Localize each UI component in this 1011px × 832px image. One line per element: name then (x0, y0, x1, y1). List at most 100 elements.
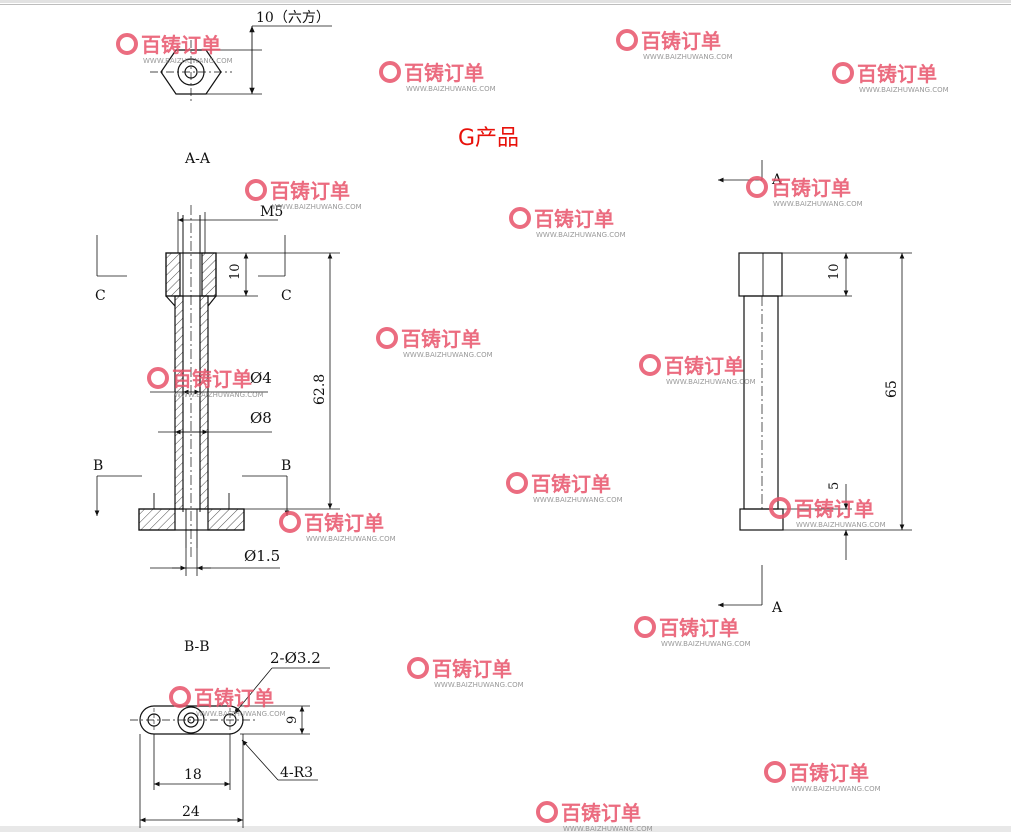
watermark-brand: 百铸订单 (304, 511, 384, 535)
cut-b-left-label: B (93, 458, 103, 474)
section-aa-view (138, 205, 245, 560)
cut-c-left-label: C (95, 288, 106, 304)
watermark-url: WWW.BAIZHUWANG.COM (661, 640, 751, 648)
watermark-url: WWW.BAIZHUWANG.COM (773, 200, 863, 208)
watermark-logo-icon (616, 29, 638, 51)
watermark-logo-icon (245, 179, 267, 201)
watermark-brand: 百铸订单 (401, 327, 481, 351)
watermark-url: WWW.BAIZHUWANG.COM (563, 825, 653, 832)
watermark-logo-icon (769, 497, 791, 519)
watermark-logo-icon (639, 354, 661, 376)
watermark-brand: 百铸订单 (194, 686, 274, 710)
hex-top-view (150, 25, 332, 104)
watermark-logo-icon (407, 657, 429, 679)
cut-a-bottom-label: A (771, 600, 783, 616)
watermark-brand: 百铸订单 (664, 354, 744, 378)
watermark-url: WWW.BAIZHUWANG.COM (533, 496, 623, 504)
side-overall-length-label: 65 (884, 380, 900, 398)
watermark-url: WWW.BAIZHUWANG.COM (196, 710, 286, 718)
watermark-brand: 百铸订单 (404, 61, 484, 85)
watermark-url: WWW.BAIZHUWANG.COM (403, 351, 493, 359)
side-view-dimensions (718, 160, 912, 608)
bore-diameter-label: Ø4 (250, 369, 272, 387)
watermark-brand: 百铸订单 (561, 801, 641, 825)
watermark-brand: 百铸订单 (789, 761, 869, 785)
watermark-brand: 百铸订单 (794, 497, 874, 521)
watermark-brand: 百铸订单 (641, 29, 721, 53)
window-top-rule (0, 4, 1011, 5)
watermark-brand: 百铸订单 (857, 62, 937, 86)
base-length-label: 24 (182, 804, 200, 820)
cut-a-top-label: A (771, 172, 783, 188)
side-view (738, 252, 784, 531)
watermark-brand: 百铸订单 (531, 472, 611, 496)
product-title: G产品 (458, 126, 520, 151)
watermark-url: WWW.BAIZHUWANG.COM (143, 57, 233, 65)
watermark-logo-icon (379, 61, 401, 83)
watermark-url: WWW.BAIZHUWANG.COM (174, 391, 264, 399)
watermark-logo-icon (764, 761, 786, 783)
watermark-url: WWW.BAIZHUWANG.COM (666, 378, 756, 386)
window-top-border (0, 0, 1011, 3)
watermark-brand: 百铸订单 (659, 616, 739, 640)
watermark-brand: 百铸订单 (141, 33, 221, 57)
hex-note-label: 10（六方） (256, 10, 330, 26)
tube-diameter-label: Ø8 (250, 409, 272, 427)
cut-b-right-label: B (281, 458, 291, 474)
overall-length-label: 62.8 (312, 374, 328, 405)
watermark-url: WWW.BAIZHUWANG.COM (536, 231, 626, 239)
head-height-label: 10 (228, 263, 243, 280)
watermark-logo-icon (746, 176, 768, 198)
side-head-height-label: 10 (827, 263, 842, 280)
section-bb-view (130, 705, 255, 735)
watermark-url: WWW.BAIZHUWANG.COM (859, 86, 949, 94)
section-aa-dimensions (94, 212, 340, 576)
watermark-url: WWW.BAIZHUWANG.COM (643, 53, 733, 61)
watermark-url: WWW.BAIZHUWANG.COM (306, 535, 396, 543)
pin-diameter-label: Ø1.5 (244, 547, 280, 565)
radius-label: 4-R3 (280, 765, 313, 781)
watermark-logo-icon (634, 616, 656, 638)
watermark-logo-icon (279, 511, 301, 533)
cut-c-right-label: C (281, 288, 292, 304)
section-aa-label: A-A (184, 151, 211, 167)
watermark-brand: 百铸订单 (534, 207, 614, 231)
watermark-brand: 百铸订单 (270, 179, 350, 203)
watermark-url: WWW.BAIZHUWANG.COM (434, 681, 524, 689)
watermark-logo-icon (116, 33, 138, 55)
watermark-url: WWW.BAIZHUWANG.COM (796, 521, 886, 529)
watermark-logo-icon (509, 207, 531, 229)
section-bb-dimensions (139, 667, 330, 828)
watermark-url: WWW.BAIZHUWANG.COM (791, 785, 881, 793)
watermark-logo-icon (536, 801, 558, 823)
window-bottom-border (0, 826, 1011, 832)
watermark-logo-icon (832, 62, 854, 84)
base-width-label: 9 (285, 716, 300, 724)
section-bb-label: B-B (184, 639, 210, 655)
watermark-logo-icon (147, 367, 169, 389)
holes-label: 2-Ø3.2 (270, 649, 321, 667)
watermark-logo-icon (506, 472, 528, 494)
watermark-brand: 百铸订单 (432, 657, 512, 681)
watermark-logo-icon (376, 327, 398, 349)
watermark-logo-icon (169, 686, 191, 708)
watermark-brand: 百铸订单 (172, 367, 252, 391)
thread-label: M5 (260, 204, 283, 220)
watermark-url: WWW.BAIZHUWANG.COM (406, 85, 496, 93)
watermark-brand: 百铸订单 (771, 176, 851, 200)
